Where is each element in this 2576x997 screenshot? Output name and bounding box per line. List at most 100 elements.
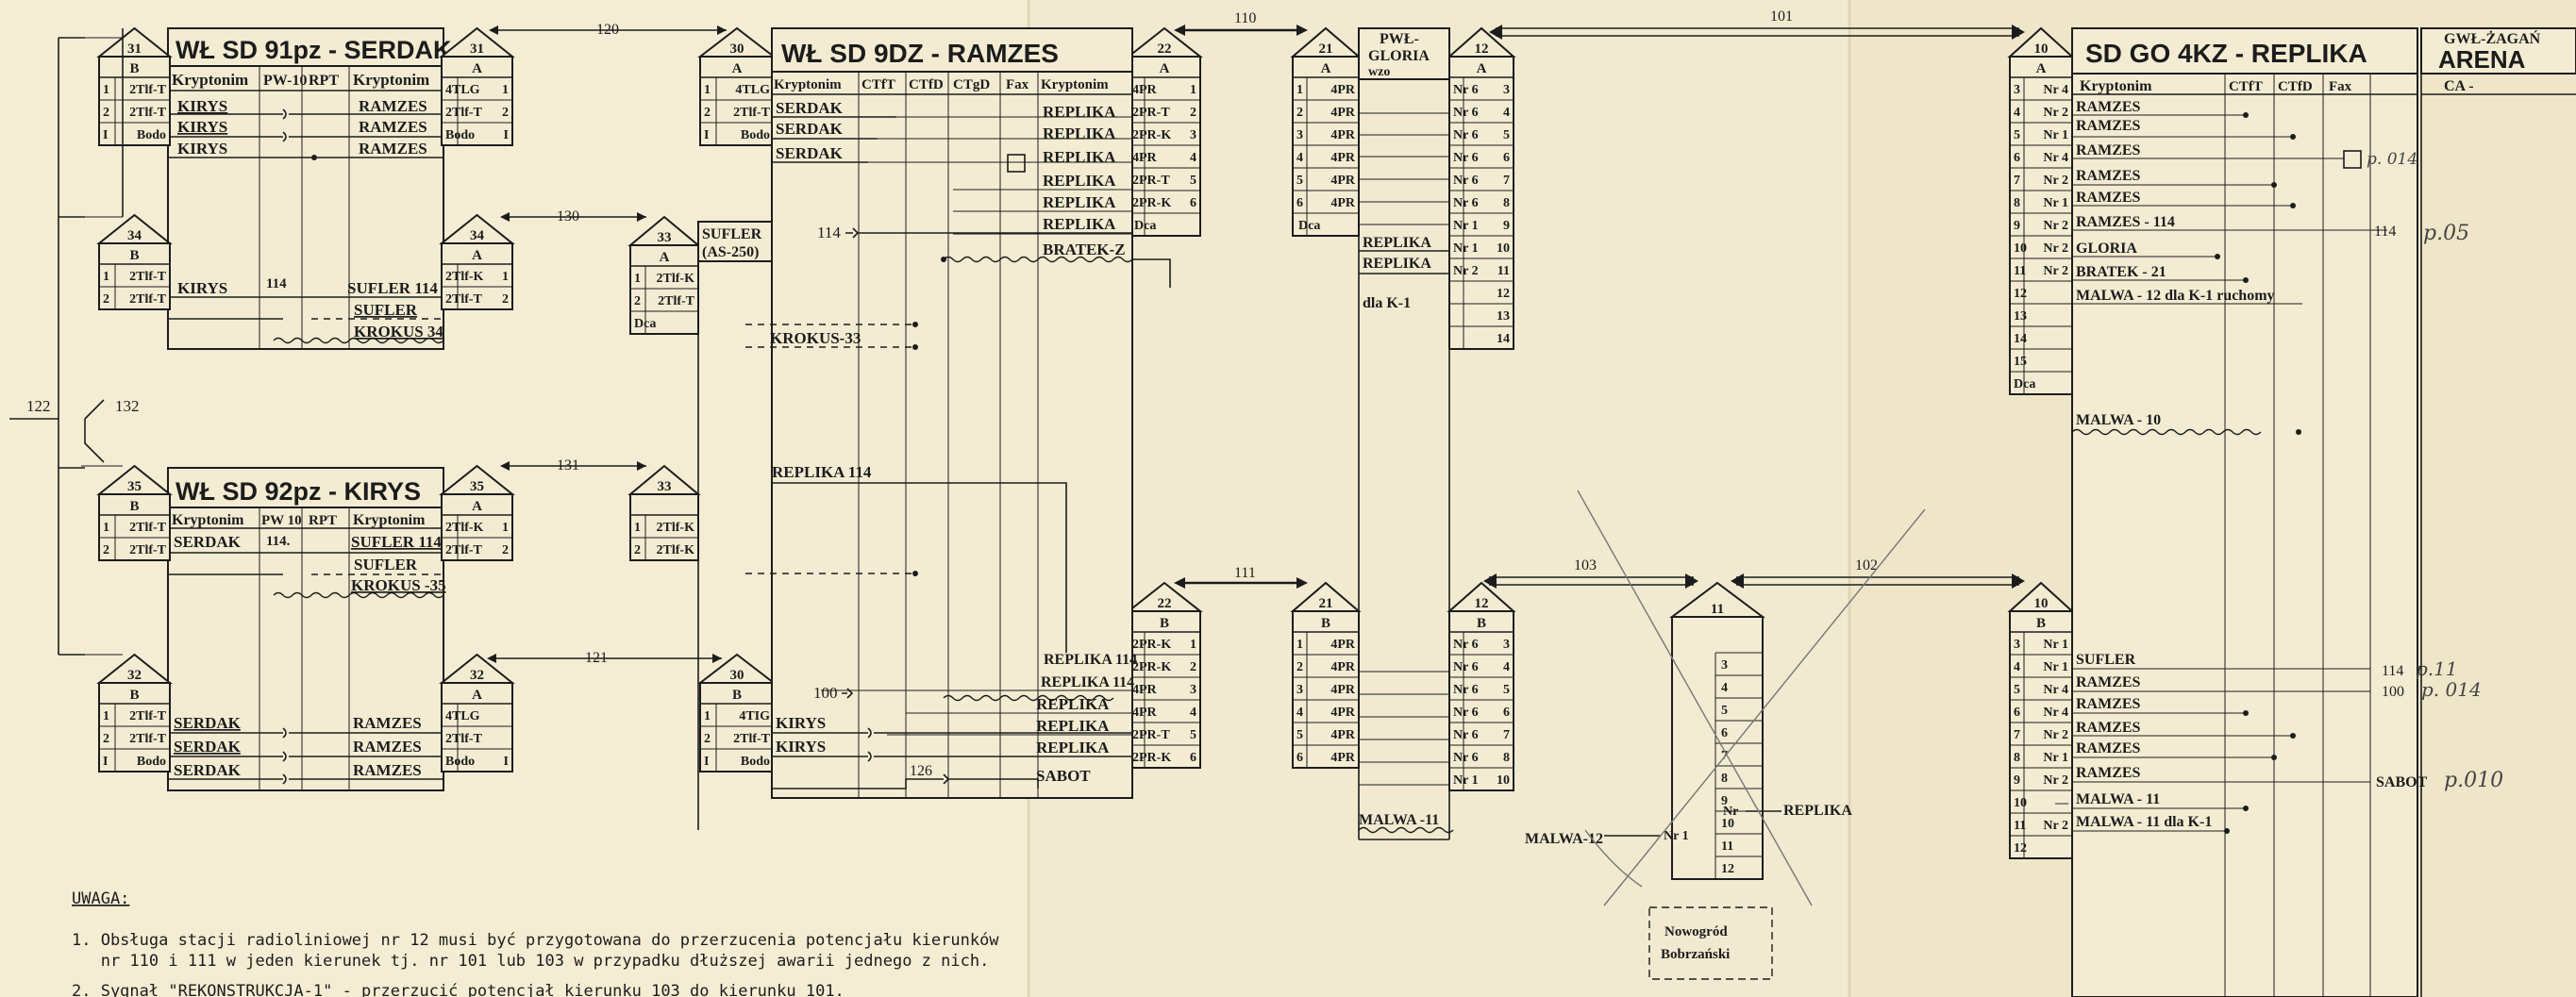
replika-box10b-cell: 6	[2014, 706, 2020, 720]
replika-box10a-cell: 7	[2014, 174, 2020, 188]
ramzes-br-4: REPLIKA	[1036, 717, 1110, 735]
replika-box10b-cell: 11	[2014, 819, 2026, 833]
replika-fax-square	[2343, 150, 2362, 169]
ramzes-tr-3: REPLIKA	[1043, 148, 1116, 166]
serdak-col-kryptonim: Kryptonim	[172, 71, 248, 89]
gloria-box21a-cell: 4	[1296, 151, 1303, 165]
nowogrod-box11-number: 11	[1711, 602, 1724, 617]
kirys-box32a-cell: 2Tlf-T	[445, 732, 483, 746]
ramzes-br-5: REPLIKA	[1036, 739, 1110, 756]
gloria-box21a-body	[1292, 56, 1360, 237]
replika-box10a-cell: 11	[2014, 264, 2026, 278]
replika-box10b-cell: 9	[2014, 773, 2020, 788]
gloria-box12a-cell: 14	[1497, 332, 1510, 346]
serdak-b-row2-right: SUFLER	[354, 301, 418, 319]
replika-box10a-cell: 15	[2014, 355, 2027, 369]
ramzes-box33a-cell: 2Tlf-T	[658, 294, 695, 308]
ramzes-box22a-extra: Dca	[1134, 219, 1156, 233]
gloria-box12a-cell: 7	[1503, 174, 1510, 188]
serdak-box31a-cell: Bodo	[445, 128, 475, 142]
replika-box10a-cell: 8	[2014, 196, 2020, 210]
ramzes-lbl-114: 114	[817, 224, 841, 241]
kirys-box32b-letter: B	[129, 688, 139, 703]
gloria-box12b-cell: Nr 6	[1453, 706, 1479, 720]
replika-box10b-cell: 5	[2014, 683, 2020, 697]
gloria-box21a-cell: 4PR	[1330, 151, 1356, 165]
gloria-box21a-cell: 4PR	[1330, 106, 1356, 120]
gloria-box21b-cell: 4	[1296, 706, 1303, 720]
replika-box10a-cell: Nr 1	[2043, 128, 2068, 142]
gloria-title-box	[1358, 27, 1450, 80]
ramzes-box22b-cell: 2PR-T	[1132, 728, 1170, 742]
ramzes-box22a-cell: 4	[1190, 151, 1196, 165]
ramzes-box22a-body	[1128, 56, 1201, 237]
arena-line3: CA -	[2444, 78, 2474, 94]
kirys-box32a-cell: 4TLG	[445, 709, 480, 723]
serdak-b-row1-left: KIRYS	[177, 279, 227, 297]
nowogrod-box11-row: 12	[1721, 862, 1734, 876]
sufler-label: SUFLER	[702, 226, 762, 242]
ramzes-box33a-body	[629, 244, 699, 335]
gloria-box21b-cell: 4PR	[1330, 683, 1356, 697]
replika-box10a-cell: 6	[2014, 151, 2020, 165]
dir-101: 101	[1770, 8, 1793, 25]
kirys-title: WŁ SD 92pz - KIRYS	[176, 477, 421, 506]
gloria-box12a-letter: A	[1477, 61, 1487, 76]
serdak-box34a-cell: 2Tlf-K	[445, 270, 484, 284]
ramzes-krokus: KROKUS-33	[770, 329, 861, 347]
serdak-col-pw10: PW-10	[263, 73, 308, 89]
kirys-box35a-letter: A	[472, 499, 482, 514]
ramzes-tr-1: REPLIKA	[1043, 103, 1116, 121]
kirys-box35a-cell: 2Tlf-T	[445, 543, 483, 557]
notes: UWAGA: 1. Obsługa stacji radioliniowej n…	[72, 889, 999, 997]
notes-item-1: 1. Obsługa stacji radioliniowej nr 12 mu…	[72, 931, 999, 950]
ramzes-box22b-cell: 2PR-K	[1132, 751, 1171, 765]
ramzes-box30b-letter: B	[732, 688, 742, 703]
ramzes-col-ctft: CTfT	[861, 77, 895, 92]
gloria-box12a-cell: Nr 6	[1453, 174, 1479, 188]
gloria-box21a-cell: 6	[1296, 196, 1303, 210]
nowogrod-nr1: Nr 1	[1664, 829, 1689, 843]
serdak-row3-left: KIRYS	[177, 140, 227, 158]
dir-130: 130	[557, 208, 579, 224]
gloria-box21b-cell: 4PR	[1330, 638, 1356, 652]
ramzes-tr-6: REPLIKA	[1043, 215, 1116, 233]
ramzes-box30a-letter: A	[732, 61, 743, 76]
ramzes-box22b-cell: 2PR-K	[1132, 660, 1171, 674]
replika-box10b-cell: Nr 2	[2043, 773, 2068, 788]
replika-box10a-cell: Nr 2	[2043, 174, 2068, 188]
replika-box10a-cell: Nr 4	[2043, 83, 2068, 97]
ramzes-box22a-number: 22	[1158, 42, 1172, 57]
kirys-frame	[167, 507, 444, 791]
ramzes-box33a-cell: 2Tlf-K	[657, 272, 695, 286]
kirys-col-rpt: RPT	[309, 513, 337, 528]
replika-p011: p.11	[2416, 657, 2458, 680]
serdak-box31b-number: 31	[127, 42, 142, 57]
replika-a-7: GLORIA	[2076, 241, 2137, 257]
gloria-box21a-cell: 4PR	[1330, 128, 1356, 142]
replika-box10a-cell: Nr 2	[2043, 241, 2068, 256]
gloria-box21a-cell: 3	[1296, 128, 1303, 142]
serdak-box34a-letter: A	[472, 248, 482, 263]
dir-132: 132	[115, 397, 140, 415]
replika-box10a-cell: Nr 2	[2043, 106, 2068, 120]
ramzes-bl-2: KIRYS	[776, 738, 826, 756]
ramzes-tr-2: REPLIKA	[1043, 125, 1116, 142]
gloria-box21b-cell: 6	[1296, 751, 1303, 765]
serdak-box31b-cell: Bodo	[137, 128, 166, 142]
ramzes-lbl-100: 100	[813, 684, 838, 702]
gloria-box12a-cell: Nr 1	[1453, 241, 1479, 256]
connection-lines: 120 130 131 121 110 111 101 103 102	[9, 8, 2025, 666]
ramzes-tl-1: SERDAK	[776, 99, 844, 117]
gloria-box21b-cell: 5	[1296, 728, 1303, 742]
gloria-box21a-cell: 4PR	[1330, 174, 1356, 188]
replika-box10b-cell: —	[2054, 796, 2069, 810]
gloria-box12a-cell: 9	[1503, 219, 1510, 233]
gloria-box21a-letter: A	[1321, 61, 1331, 76]
ramzes-br-2: REPLIKA 114	[1041, 674, 1134, 690]
